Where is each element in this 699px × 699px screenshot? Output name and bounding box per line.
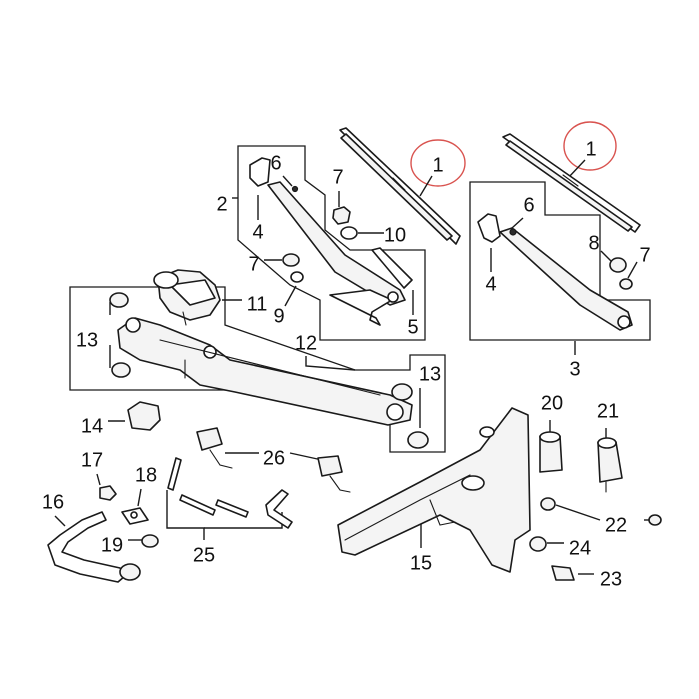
leader-lines [54,159,650,575]
callout-7-middle: 7 [248,253,259,275]
callout-24: 24 [569,537,591,559]
callout-1-right: 1 [585,138,596,160]
wiper-arm-left [249,157,413,326]
callout-26: 26 [263,447,285,469]
highlight-circle-1-left [410,139,466,187]
callout-10: 10 [384,224,406,246]
callout-21: 21 [597,400,619,422]
callout-22: 22 [605,514,627,536]
callout-labels: 1 1 2 3 4 4 5 6 6 7 7 7 8 9 10 11 12 13 … [42,138,651,590]
callout-14: 14 [81,415,103,437]
callout-7-right: 7 [639,244,650,266]
callout-11: 11 [247,293,268,315]
callout-4-left: 4 [252,221,263,243]
callout-19: 19 [101,534,123,556]
wiper-arm-right [477,213,633,331]
callout-9: 9 [273,305,284,327]
callout-13-left: 13 [76,329,98,351]
callout-23: 23 [600,568,622,590]
seals [529,497,662,581]
clips [99,485,159,548]
wiper-blade-right [502,133,641,233]
wiper-linkage [117,317,413,426]
callout-20: 20 [541,392,563,414]
washer-hose-long [47,511,141,583]
callout-5: 5 [407,316,418,338]
group-box-left-arm [237,145,426,341]
callout-8: 8 [588,232,599,254]
callout-13-right: 13 [419,363,441,385]
grommets [109,292,429,449]
callout-3: 3 [569,358,580,380]
callout-4-right: 4 [485,273,496,295]
callout-17: 17 [81,449,103,471]
washer-hoses-short [167,457,293,529]
callout-12: 12 [295,332,317,354]
callout-1-left: 1 [432,154,443,176]
bracket [127,401,161,431]
washer-nozzles [196,427,351,493]
callout-2: 2 [216,193,227,215]
callout-15: 15 [410,552,432,574]
hardware-nuts [282,185,633,290]
wiper-blade-left [339,127,461,245]
callout-7-top: 7 [332,166,343,188]
callout-16: 16 [42,491,64,513]
callout-6-left: 6 [270,152,281,174]
callout-25: 25 [193,544,215,566]
callout-18: 18 [135,464,157,486]
callout-6-right: 6 [523,194,534,216]
highlight-circle-1-right [563,121,617,171]
wiper-motor [153,269,221,326]
washer-reservoir [337,407,531,573]
washer-pumps [539,431,623,493]
